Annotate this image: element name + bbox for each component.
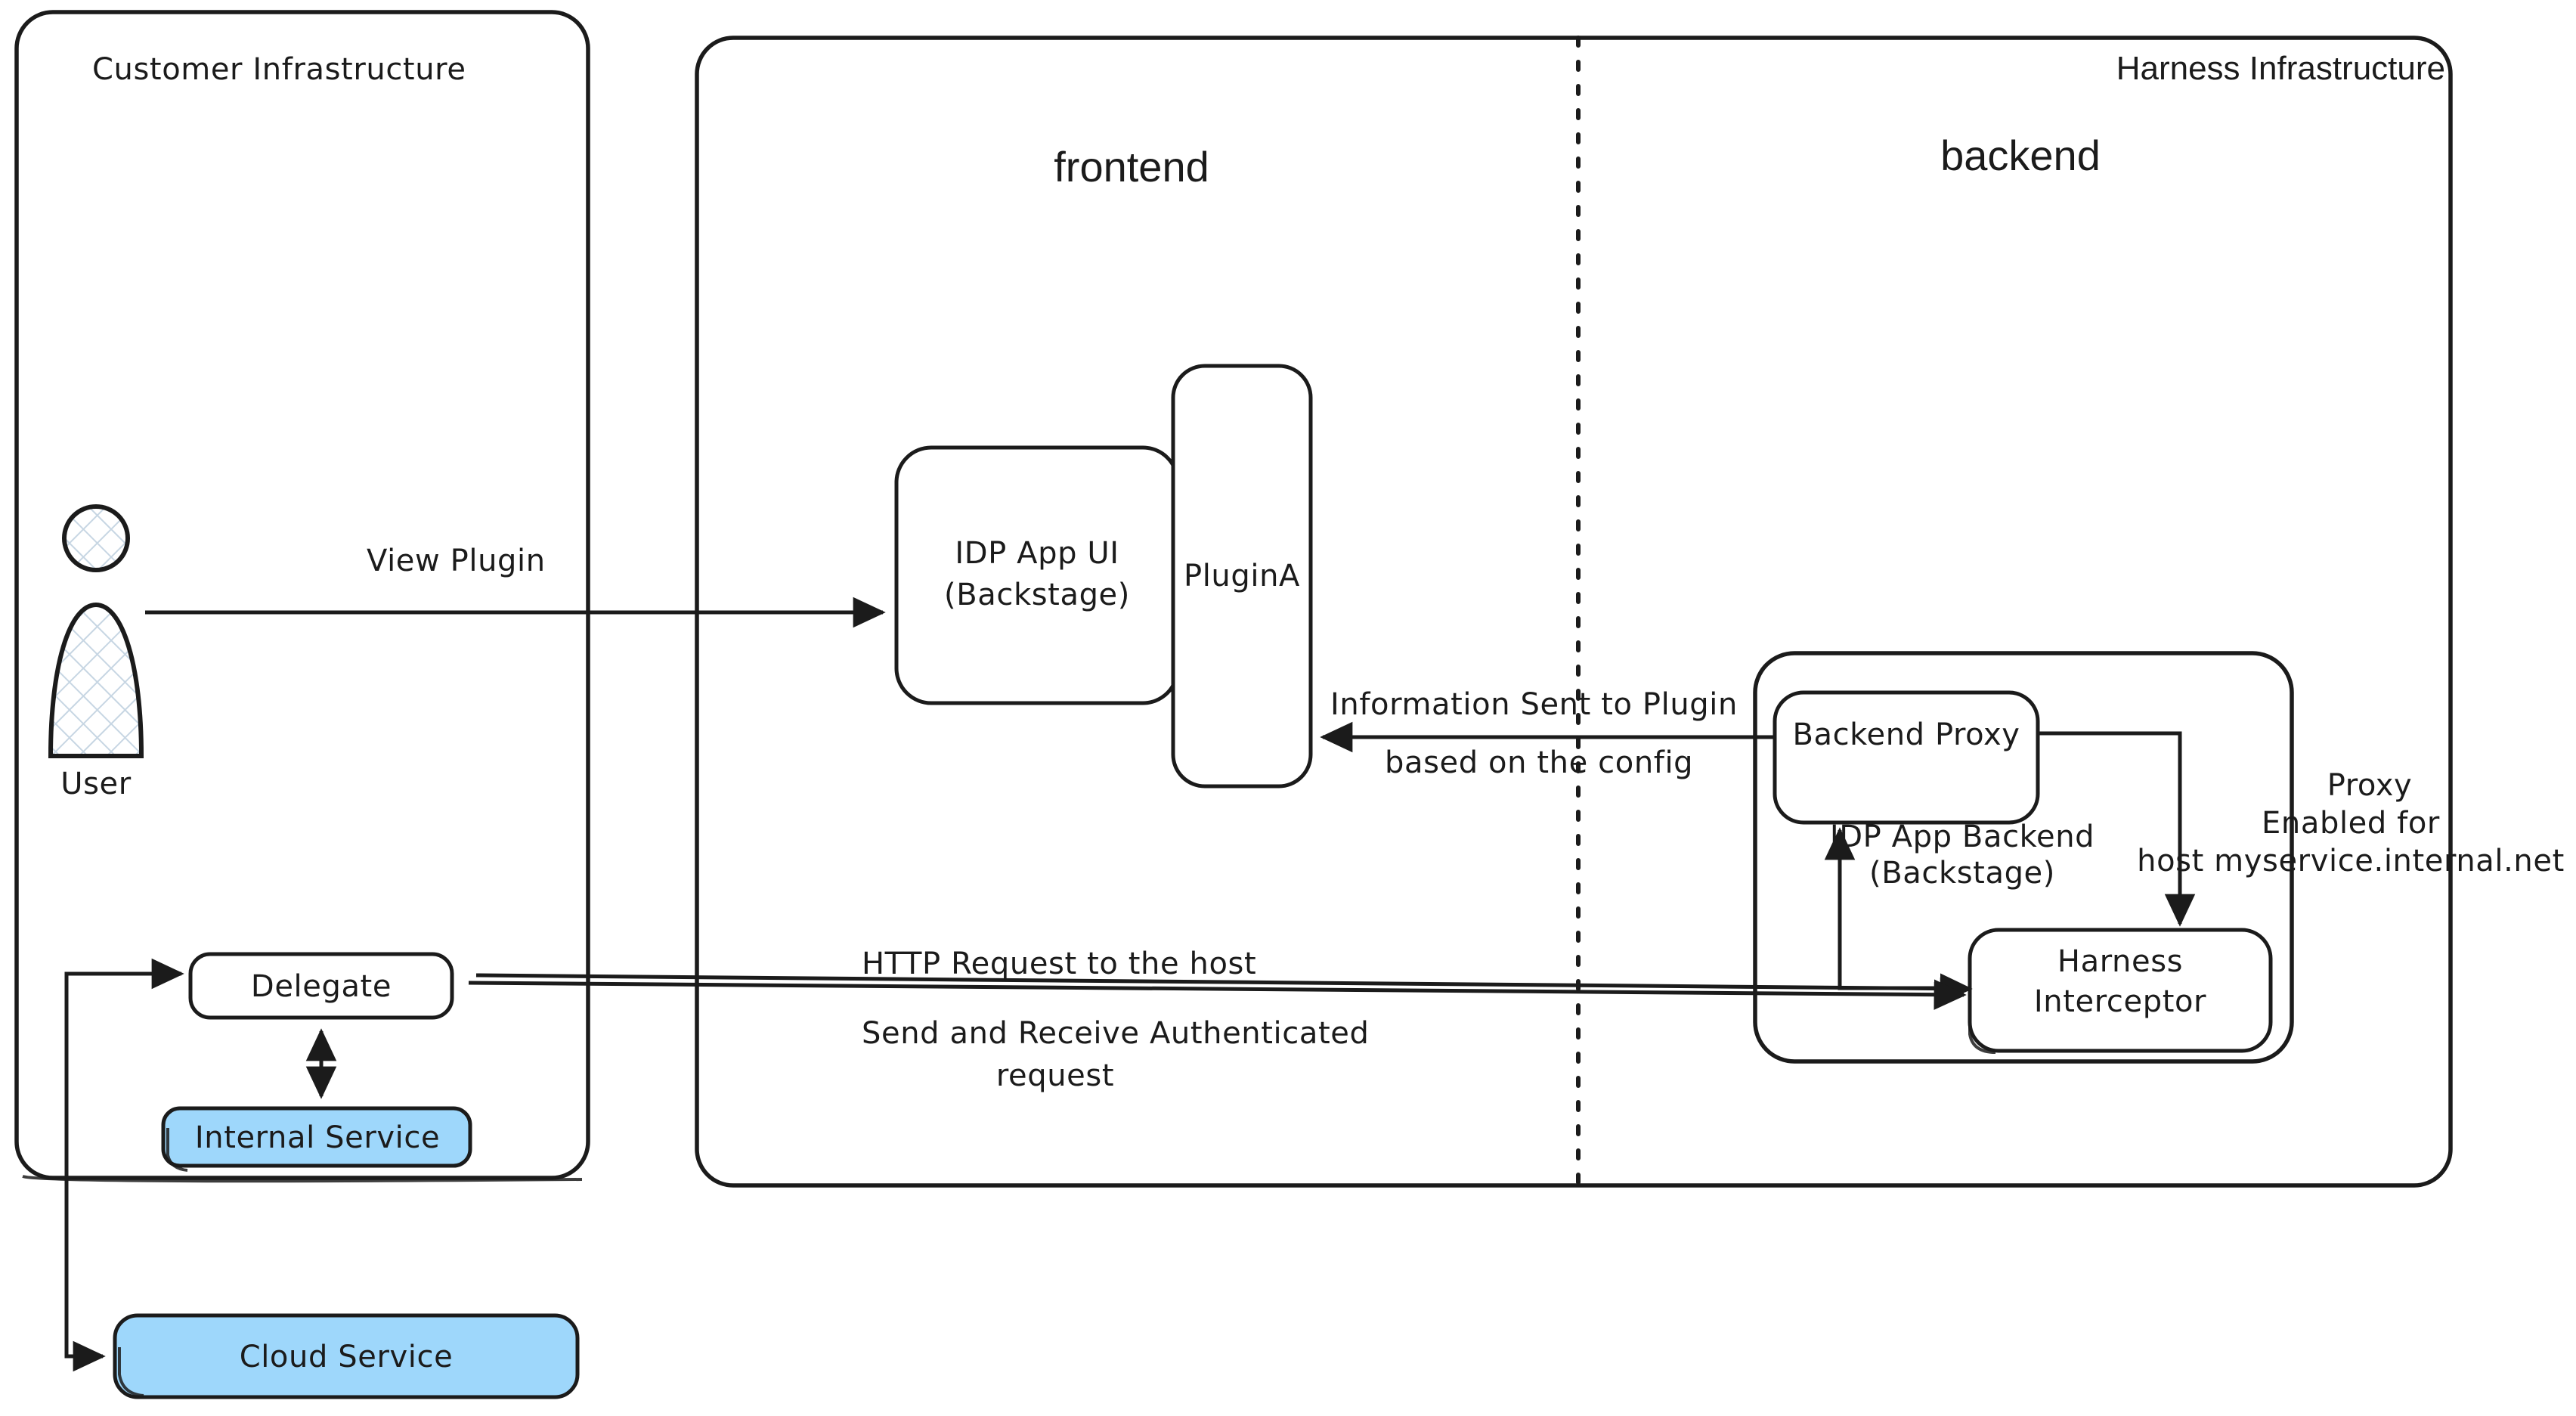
node-cloud-service: Cloud Service <box>113 1313 580 1399</box>
label-plugin-a: PluginA <box>1184 559 1300 593</box>
label-information-sent-line2: based on the config <box>1385 745 1693 780</box>
label-frontend: frontend <box>1054 143 1209 191</box>
label-proxy-enabled-line1: Proxy <box>2327 768 2413 803</box>
label-proxy-enabled-line2: Enabled for <box>2262 806 2440 841</box>
label-backend-proxy: Backend Proxy <box>1792 717 2020 752</box>
label-http-request-line3: request <box>996 1058 1114 1093</box>
label-http-request-line1: HTTP Request to the host <box>862 947 1256 981</box>
label-idp-app-ui-line2: (Backstage) <box>944 578 1130 612</box>
label-harness-interceptor-line1: Harness <box>2057 944 2183 979</box>
node-backend-proxy: Backend Proxy <box>1773 690 2040 825</box>
node-harness-interceptor: Harness Interceptor <box>1968 928 2273 1054</box>
container-customer-infrastructure <box>14 10 590 1183</box>
label-idp-app-backend-line1: IDP App Backend <box>1830 820 2095 854</box>
user-actor: User <box>48 504 144 801</box>
label-information-sent-line1: Information Sent to Plugin <box>1330 687 1738 722</box>
label-cloud-service: Cloud Service <box>240 1340 454 1374</box>
label-delegate: Delegate <box>251 969 392 1004</box>
node-plugin-a: PluginA <box>1171 364 1313 789</box>
label-backend: backend <box>1940 132 2101 179</box>
node-delegate: Delegate <box>188 952 454 1020</box>
label-view-plugin: View Plugin <box>367 544 546 578</box>
label-harness-infrastructure: Harness Infrastructure <box>2116 50 2445 87</box>
node-internal-service: Internal Service <box>161 1106 472 1172</box>
user-actor-head-icon <box>62 504 130 572</box>
label-http-request-line2: Send and Receive Authenticated <box>862 1016 1369 1051</box>
label-idp-app-ui-line1: IDP App UI <box>955 536 1119 571</box>
label-user: User <box>60 767 132 801</box>
label-harness-interceptor-line2: Interceptor <box>2034 984 2206 1019</box>
label-idp-app-backend-line2: (Backstage) <box>1869 856 2055 891</box>
node-idp-app-ui: IDP App UI (Backstage) <box>894 445 1180 705</box>
user-actor-body-icon <box>48 602 144 758</box>
edge-proxy-to-interceptor <box>2038 731 2196 927</box>
label-proxy-enabled-line3: host myservice.internal.net <box>2137 844 2565 878</box>
edge-http-request-to-delegate <box>475 973 1973 1004</box>
edge-http-request-to-interceptor <box>468 979 1967 1010</box>
label-customer-infrastructure: Customer Infrastructure <box>92 52 466 87</box>
label-internal-service: Internal Service <box>195 1120 440 1155</box>
